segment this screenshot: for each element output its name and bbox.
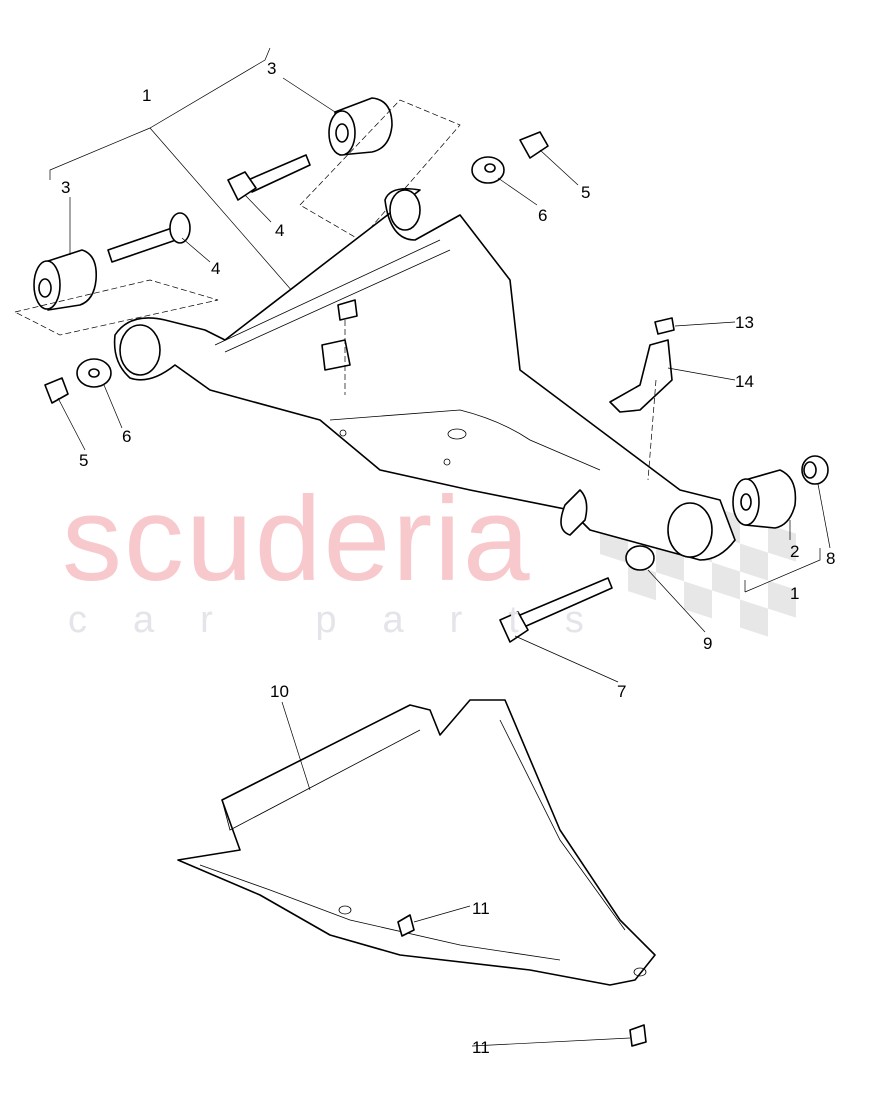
bolt-left (107, 212, 191, 263)
lower-control-arm (113, 187, 736, 561)
bolt-13 (654, 317, 675, 335)
callout-3: 3 (267, 59, 276, 78)
watermark-tagline: car parts (68, 599, 630, 641)
callout-5: 5 (79, 451, 88, 470)
callout-2: 2 (790, 542, 799, 561)
underbody-shield (177, 699, 656, 986)
bracket-14 (609, 339, 673, 413)
bolt-7 (499, 577, 613, 643)
callout-3: 3 (61, 178, 70, 197)
callout-1: 1 (790, 584, 799, 603)
callout-13: 13 (735, 313, 754, 332)
screw-11-upper (397, 914, 415, 937)
washer-nut-upper (471, 131, 549, 184)
bushing-left (33, 249, 98, 311)
callout-11: 11 (472, 1038, 490, 1057)
callout-5: 5 (581, 183, 590, 202)
bolt-upper (227, 154, 311, 201)
washer-9 (625, 545, 655, 571)
callout-10: 10 (270, 682, 289, 701)
callout-7: 7 (617, 682, 626, 701)
bushing-upper (328, 97, 393, 156)
callout-8: 8 (826, 549, 835, 568)
callout-6: 6 (538, 206, 547, 225)
callout-11: 11 (472, 899, 490, 918)
callout-4: 4 (211, 259, 220, 278)
clip-nut (321, 339, 351, 371)
bolt-clip (337, 299, 358, 321)
callout-14: 14 (735, 372, 754, 391)
watermark-brand: scuderia (62, 472, 532, 606)
assembly-bracket (49, 47, 271, 180)
washer-nut-left (44, 358, 112, 404)
screw-11-lower (629, 1024, 647, 1047)
leader-lines (57, 77, 831, 1047)
callout-6: 6 (122, 427, 131, 446)
cap-8 (801, 455, 829, 485)
callout-1: 1 (142, 86, 151, 105)
bushing-rear (732, 469, 797, 529)
callout-9: 9 (703, 634, 712, 653)
callout-4: 4 (275, 221, 284, 240)
